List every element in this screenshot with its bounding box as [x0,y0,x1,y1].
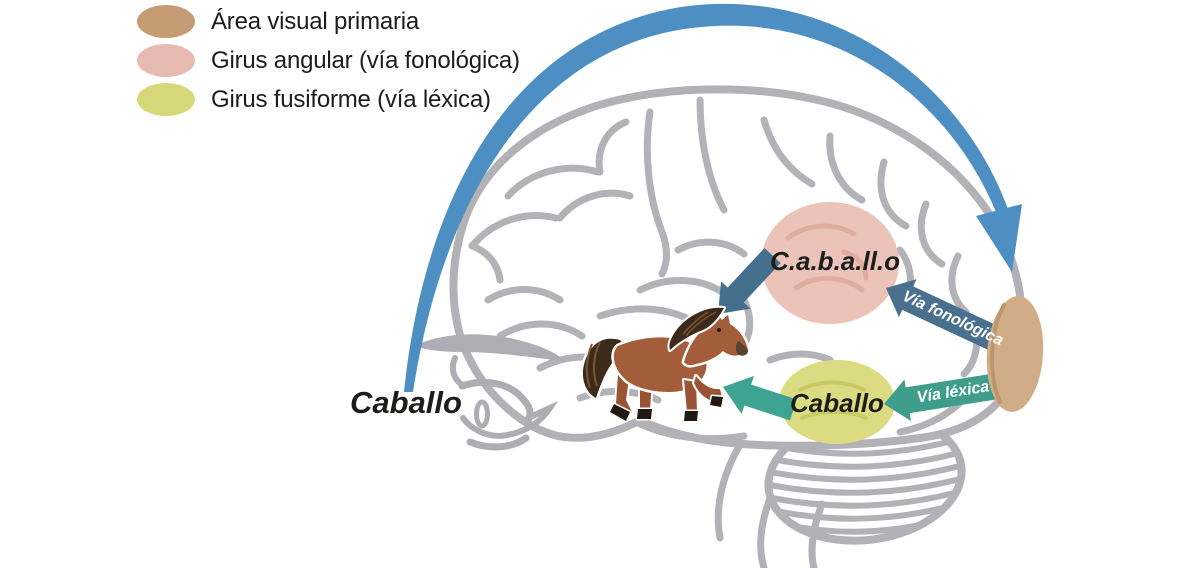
fusiform-gyrus-swatch [137,83,195,116]
lexical-route-arrow [884,373,1001,421]
visual-input-arc-arrow [404,3,1022,392]
primary-visual-area-ellipse [986,296,1044,412]
legend-item-angular-gyrus: Girus angular (vía fonológica) [137,44,520,77]
angular-gyrus-swatch [137,44,195,77]
legend-item-primary-visual-area: Área visual primaria [137,5,520,38]
fusiform-gyrus-ellipse [779,360,895,444]
legend-label: Girus fusiforme (vía léxica) [211,85,491,113]
horse-icon [580,305,751,423]
arc-arrowhead [976,204,1022,272]
eye-icon [414,334,566,451]
stimulus-word: Caballo [350,385,462,420]
brainstem [714,434,826,568]
phonological-route-arrow [886,279,1006,354]
legend-label: Girus angular (vía fonológica) [211,46,520,74]
brain-gyri [468,96,981,443]
legend: Área visual primaria Girus angular (vía … [137,5,520,122]
lexical-to-meaning-arrow [723,376,797,421]
legend-label: Área visual primaria [211,7,420,35]
fusiform-gyrus-word: Caballo [790,388,884,418]
angular-gyrus-word: C.a.b.a.ll.o [770,246,901,276]
legend-item-fusiform-gyrus: Girus fusiforme (vía léxica) [137,83,520,116]
angular-gyrus-ellipse [761,202,899,324]
primary-visual-area-swatch [137,5,195,38]
phonological-to-meaning-arrow [718,247,781,314]
